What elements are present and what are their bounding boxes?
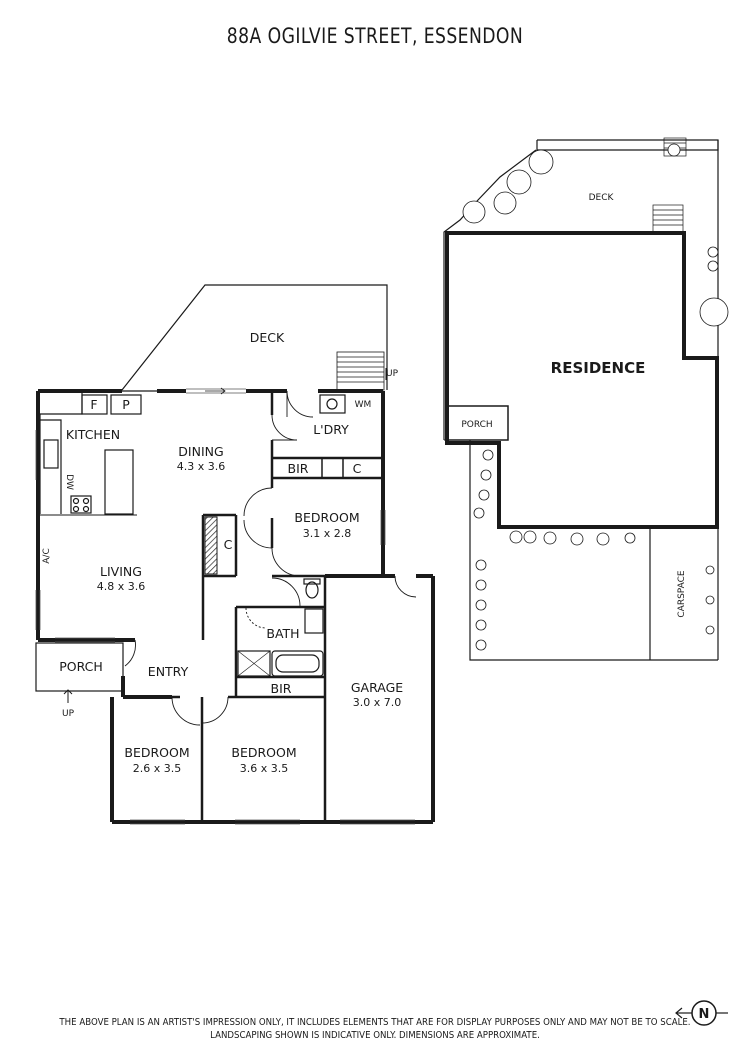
main-plan	[35, 284, 435, 825]
kitchen-label: KITCHEN	[66, 427, 120, 442]
bath-label: BATH	[266, 626, 299, 641]
doors	[124, 390, 417, 726]
porch-up-label: UP	[62, 709, 75, 719]
bedroom3-dim: 3.6 x 3.5	[240, 762, 289, 775]
disclaimer-line-1: THE ABOVE PLAN IS AN ARTIST'S IMPRESSION…	[59, 1017, 691, 1028]
site-labels: DECK RESIDENCE PORCH CARSPACE	[461, 193, 687, 618]
windows	[35, 388, 415, 825]
bath-fixtures	[237, 578, 324, 677]
deck-outline	[121, 284, 388, 391]
residence-label: RESIDENCE	[551, 359, 646, 377]
fridge-label: F	[90, 397, 97, 412]
cupboard-label-2: C	[224, 537, 233, 552]
dining-label: DINING	[178, 444, 223, 459]
bedroom1-label: BEDROOM	[294, 510, 359, 525]
disclaimer: THE ABOVE PLAN IS AN ARTIST'S IMPRESSION…	[53, 1016, 698, 1042]
ac-label: A/C	[42, 548, 52, 563]
north-compass: N	[675, 1000, 728, 1026]
bedroom2-dim: 2.6 x 3.5	[133, 762, 182, 775]
bir-label-2: BIR	[271, 681, 292, 696]
deck-stairs	[336, 351, 385, 391]
site-porch-outline	[445, 405, 509, 441]
living-dim: 4.8 x 3.6	[97, 580, 146, 593]
compass-icon	[691, 1000, 717, 1026]
laundry-label: L'DRY	[313, 422, 349, 437]
garage-label: GARAGE	[351, 680, 403, 695]
porch-label: PORCH	[59, 659, 103, 674]
site-porch-label: PORCH	[461, 420, 492, 430]
up-label: UP	[386, 369, 399, 379]
bedroom2-label: BEDROOM	[124, 745, 189, 760]
exterior-walls	[36, 389, 435, 824]
fireplace	[204, 516, 218, 575]
kitchen-cabinetry	[39, 391, 142, 515]
disclaimer-line-2: LANDSCAPING SHOWN IS INDICATIVE ONLY. DI…	[210, 1030, 540, 1041]
bedroom3-label: BEDROOM	[231, 745, 296, 760]
bedroom1-dim: 3.1 x 2.8	[303, 527, 352, 540]
garage-dim: 3.0 x 7.0	[353, 696, 402, 709]
compass-n: N	[699, 1007, 710, 1022]
site-deck-stairs	[652, 137, 687, 233]
bir-label-1: BIR	[288, 461, 309, 476]
site-deck-label: DECK	[589, 193, 615, 203]
site-plan	[443, 137, 729, 661]
laundry-fixtures	[319, 394, 346, 414]
residence-outline	[445, 231, 719, 529]
entry-label: ENTRY	[148, 664, 189, 679]
shrubs	[462, 143, 729, 651]
site-boundary	[536, 139, 719, 151]
deck-label: DECK	[250, 330, 285, 345]
living-label: LIVING	[100, 564, 142, 579]
porch-outline	[35, 642, 124, 692]
pantry-label: P	[122, 397, 130, 412]
cupboard-label-1: C	[353, 461, 362, 476]
dining-dim: 4.3 x 3.6	[177, 460, 226, 473]
page-title: 88A OGILVIE STREET, ESSENDON	[226, 24, 524, 48]
wm-label: WM	[355, 400, 372, 410]
carspace-label: CARSPACE	[677, 570, 687, 618]
dw-label: DW	[64, 474, 74, 490]
main-labels: DECK UP F P KITCHEN DW DINING 4.3 x 3.6 …	[42, 330, 403, 775]
